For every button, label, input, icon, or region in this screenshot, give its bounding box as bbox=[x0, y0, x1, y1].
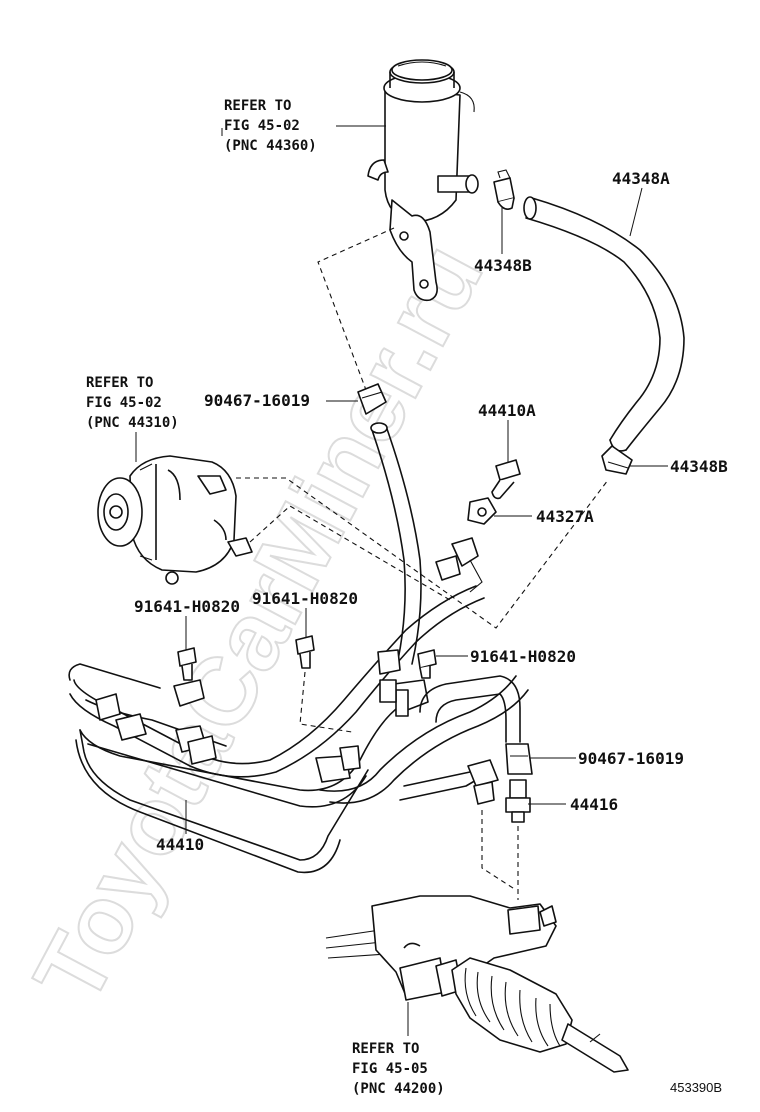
bolt-91641-mid[interactable] bbox=[295, 635, 315, 669]
return-tube[interactable] bbox=[419, 675, 521, 743]
gasket-44327a[interactable] bbox=[467, 497, 497, 525]
pump-reference-line1: REFER TO bbox=[86, 375, 153, 391]
pressure-fitting bbox=[435, 537, 483, 593]
gear-reference-line1: REFER TO bbox=[352, 1041, 419, 1057]
return-hose-44348a[interactable] bbox=[523, 196, 685, 452]
reservoir-reference-line3: (PNC 44360) bbox=[224, 138, 317, 154]
hose-clamp-90467-right[interactable] bbox=[505, 743, 533, 775]
hose-clamp-44348b-top[interactable] bbox=[493, 169, 515, 210]
label-44410a[interactable]: 44410A bbox=[478, 401, 536, 420]
label-44348b-right[interactable]: 44348B bbox=[670, 457, 728, 476]
hose-clamp-90467-top[interactable] bbox=[357, 383, 387, 415]
label-44416[interactable]: 44416 bbox=[570, 795, 618, 814]
bolt-91641-left[interactable] bbox=[177, 647, 197, 681]
union-bolt-44410a[interactable] bbox=[491, 459, 521, 500]
reservoir-tank bbox=[367, 59, 479, 302]
label-44348b-top[interactable]: 44348B bbox=[474, 256, 532, 275]
label-90467-16019-top[interactable]: 90467-16019 bbox=[204, 391, 310, 410]
gear-reference-line2: FIG 45-05 bbox=[352, 1061, 428, 1077]
steering-gear-assembly bbox=[325, 895, 629, 1073]
power-steering-pump bbox=[97, 455, 253, 585]
hose-clamp-44348b-right[interactable] bbox=[601, 445, 633, 475]
assembly-guide-line bbox=[317, 227, 395, 391]
label-91641-left[interactable]: 91641-H0820 bbox=[134, 597, 240, 616]
pressure-tube-44410[interactable] bbox=[68, 585, 529, 874]
assembly-guide-line bbox=[299, 671, 353, 733]
assembly-guide-line bbox=[481, 810, 517, 891]
label-44348a[interactable]: 44348A bbox=[612, 169, 670, 188]
diagram-code: 453390B bbox=[670, 1080, 722, 1095]
assembly-guide-line bbox=[236, 477, 609, 629]
leader-line bbox=[629, 187, 643, 237]
reservoir-reference-line2: FIG 45-02 bbox=[224, 118, 300, 134]
bolt-91641-right[interactable] bbox=[417, 649, 437, 679]
label-44410[interactable]: 44410 bbox=[156, 835, 204, 854]
pump-reference-line3: (PNC 44310) bbox=[86, 415, 179, 431]
label-44327a[interactable]: 44327A bbox=[536, 507, 594, 526]
suction-hose[interactable] bbox=[370, 422, 422, 665]
label-91641-right[interactable]: 91641-H0820 bbox=[470, 647, 576, 666]
reservoir-reference-line1: REFER TO bbox=[224, 98, 291, 114]
label-91641-mid[interactable]: 91641-H0820 bbox=[252, 589, 358, 608]
pump-reference-line2: FIG 45-02 bbox=[86, 395, 162, 411]
union-44416[interactable] bbox=[505, 779, 531, 823]
label-90467-16019-right[interactable]: 90467-16019 bbox=[578, 749, 684, 768]
gear-reference-line3: (PNC 44200) bbox=[352, 1081, 445, 1097]
